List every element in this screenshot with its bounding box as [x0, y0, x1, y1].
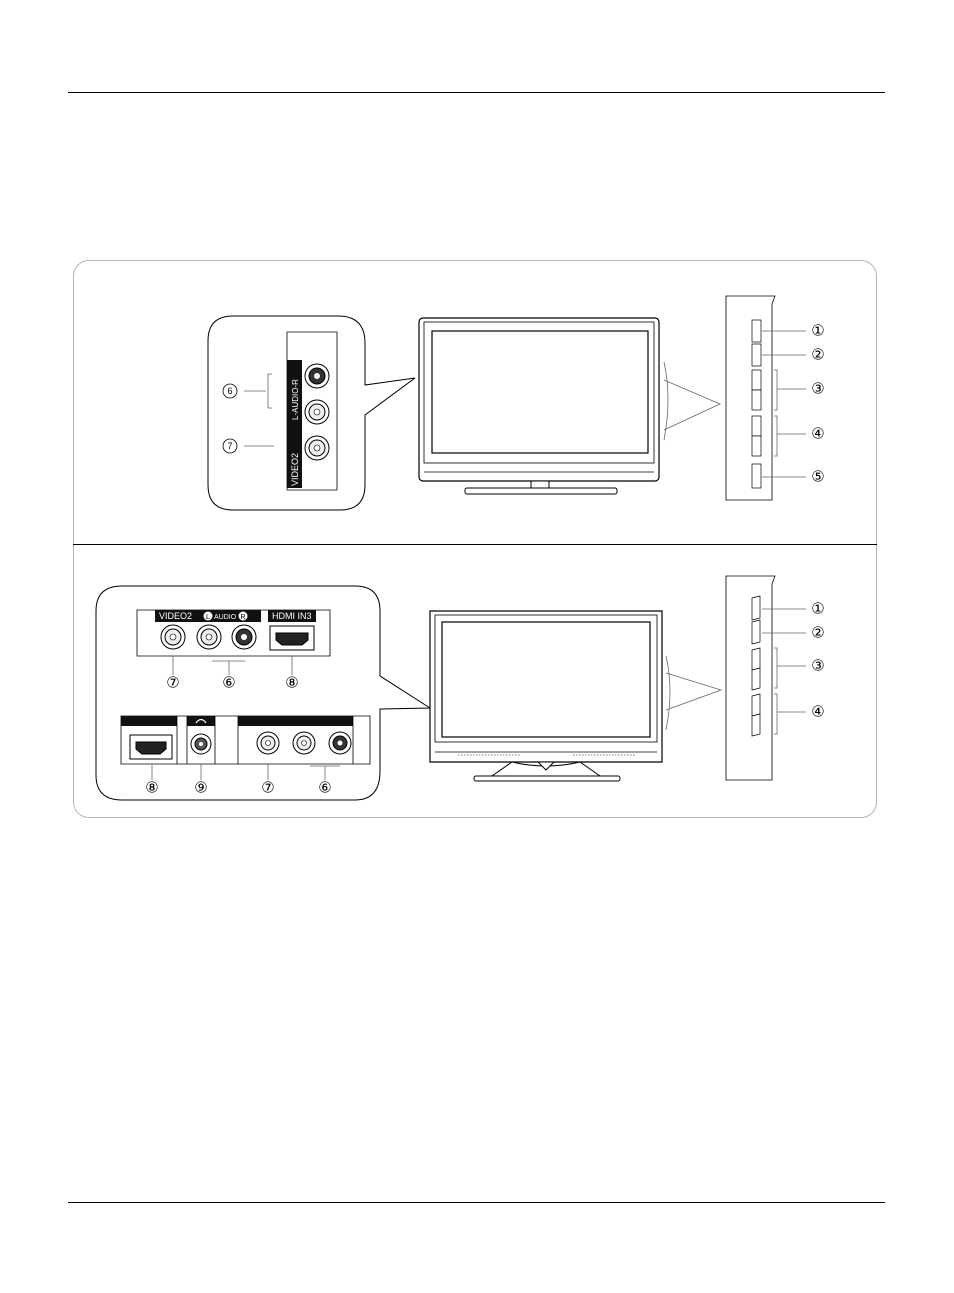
bottom-r-label: R [240, 614, 245, 621]
headphone-jack [191, 734, 211, 754]
callout-3-bottom: ③ [811, 658, 824, 675]
callout-8-bottom-lower: ⑧ [145, 780, 158, 797]
top-side-buttons [726, 296, 806, 500]
svg-text:6: 6 [227, 386, 232, 396]
callout-1-top: ① [811, 323, 824, 340]
bottom-jack-zoom: VIDEO2 L AUDIO R HDMI IN3 [96, 586, 430, 800]
top-audio-r-jack [305, 364, 329, 388]
callout-2-bottom: ② [811, 625, 824, 642]
bottom-video-label: VIDEO2 [159, 611, 192, 621]
rear-audio-l-jack [293, 732, 315, 754]
callout-9-bottom-lower: ⑨ [194, 780, 207, 797]
rear-video-jack [257, 732, 279, 754]
rear-audio-r-jack [329, 732, 351, 754]
callout-1-bottom: ① [811, 601, 824, 618]
top-video-jack [305, 436, 329, 460]
callout-6-bottom-upper: ⑥ [222, 675, 235, 692]
callout-7-bottom-upper: ⑦ [166, 675, 179, 692]
top-audio-label: L-AUDIO-R [291, 379, 300, 420]
bottom-tv [430, 611, 721, 781]
top-video-label: VIDEO2 [290, 453, 300, 486]
callout-4-bottom: ④ [811, 704, 824, 721]
top-audio-l-jack [305, 400, 329, 424]
callout-6-bottom-lower: ⑥ [318, 780, 331, 797]
callout-2-top: ② [811, 347, 824, 364]
bottom-side-buttons [726, 576, 806, 780]
svg-text:7: 7 [227, 441, 232, 451]
bottom-hdmi-port [270, 626, 314, 650]
top-jack-zoom: VIDEO2 L-AUDIO-R 6 7 [208, 316, 415, 510]
bottom-audio-l-jack [197, 625, 221, 649]
top-tv [419, 318, 720, 494]
callout-4-top: ④ [811, 426, 824, 443]
rear-hdmi-port [130, 735, 172, 759]
bottom-l-label: L [206, 614, 210, 621]
callout-5-top: ⑤ [811, 469, 824, 486]
bottom-hdmi-label: HDMI IN3 [272, 611, 312, 621]
bottom-audio-r-jack [232, 625, 256, 649]
bottom-audio-label: AUDIO [214, 614, 237, 621]
callout-3-top: ③ [811, 381, 824, 398]
callout-7-bottom-lower: ⑦ [261, 780, 274, 797]
callout-8-bottom-upper: ⑧ [285, 675, 298, 692]
bottom-video-jack [161, 625, 185, 649]
